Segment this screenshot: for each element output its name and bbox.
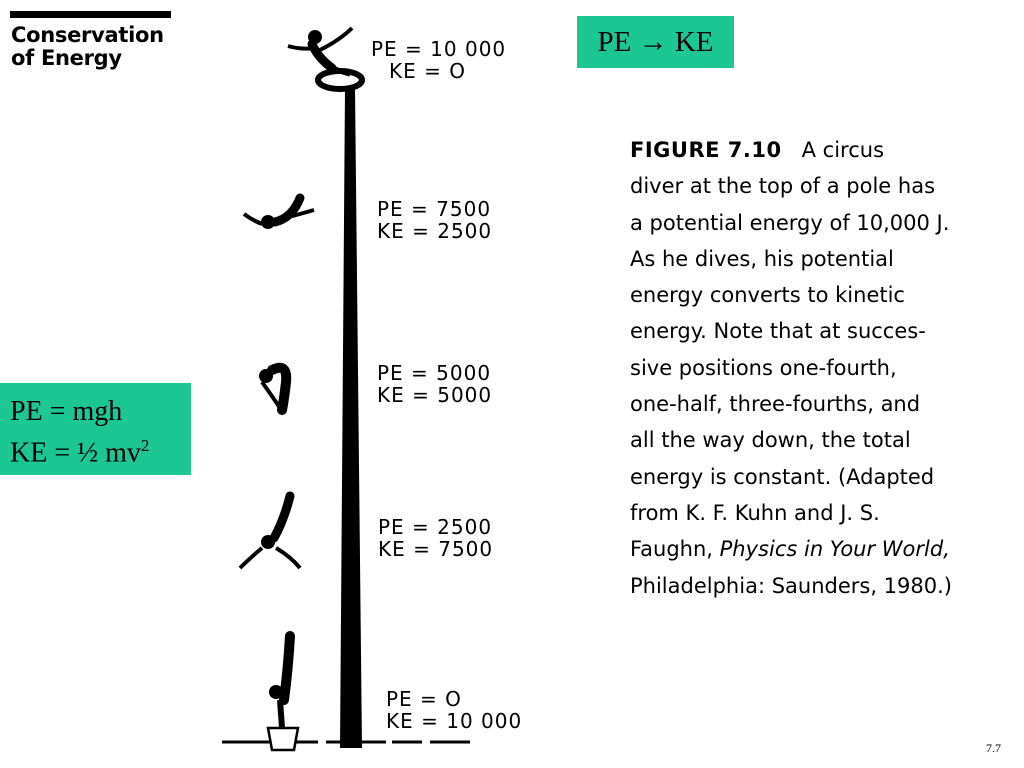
caption-line: one-half, three-fourths, and <box>630 392 921 417</box>
formula-pe: PE = mgh <box>10 396 123 427</box>
diver-quarter <box>242 193 315 229</box>
page-number: 7.7 <box>986 741 1001 755</box>
caption-text: Faughn, <box>630 537 720 562</box>
diver-half <box>259 362 292 415</box>
title-line-2: of Energy <box>11 46 122 70</box>
diver-three-quarter <box>238 491 302 570</box>
caption-text: A circus <box>801 138 885 162</box>
energy-label-5: PE = O KE = 10 000 <box>386 688 522 732</box>
caption-line: energy. Note that at succes- <box>630 319 926 344</box>
energy-ke-2: KE = 2500 <box>377 219 493 243</box>
caption-book-title: Physics in Your World, <box>719 537 950 562</box>
caption-line: energy converts to kinetic <box>630 283 905 308</box>
title-line-1: Conservation <box>11 23 164 47</box>
energy-label-1: PE = 10 000 KE = O <box>371 38 506 82</box>
caption-line: from K. F. Kuhn and J. S. <box>630 500 880 525</box>
title-bar-decoration <box>10 11 171 18</box>
pole <box>340 88 362 748</box>
energy-pe-2: PE = 7500 <box>377 197 492 221</box>
caption-line: As he dives, his potential <box>630 246 894 271</box>
energy-pe-1: PE = 10 000 <box>371 37 507 61</box>
caption-line: Faughn, Physics in Your World, <box>630 531 1000 567</box>
formula-ke: KE = ½ mv2 <box>10 429 191 470</box>
bucket <box>266 726 300 752</box>
formula-ke-exponent: 2 <box>140 436 150 455</box>
formula-ke-text: KE = ½ mv <box>10 437 141 469</box>
caption-line: a potential energy of 10,000 J. <box>630 210 950 235</box>
figure-caption: FIGURE 7.10 A circus diver at the top of… <box>630 132 1000 604</box>
energy-ke-3: KE = 5000 <box>377 383 493 407</box>
energy-label-2: PE = 7500 KE = 2500 <box>377 198 492 242</box>
energy-pe-4: PE = 2500 <box>378 515 493 539</box>
energy-pe-5: PE = O <box>386 687 462 711</box>
diver-top <box>287 26 354 77</box>
caption-line: FIGURE 7.10 A circus <box>630 132 1000 168</box>
caption-line: Philadelphia: Saunders, 1980.) <box>630 573 952 598</box>
formula-box: PE = mgh KE = ½ mv2 <box>0 383 191 475</box>
caption-line: diver at the top of a pole has <box>630 174 936 199</box>
energy-ke-4: KE = 7500 <box>378 537 494 561</box>
slide-title: Conservation of Energy <box>11 24 164 70</box>
energy-pe-3: PE = 5000 <box>377 361 492 385</box>
pe-to-ke-label: PE → KE <box>597 26 714 58</box>
top-platform <box>315 68 365 92</box>
energy-label-3: PE = 5000 KE = 5000 <box>377 362 492 406</box>
energy-ke-1: KE = O <box>389 59 466 83</box>
diver-bottom <box>266 631 300 752</box>
energy-label-4: PE = 2500 KE = 7500 <box>378 516 493 560</box>
caption-figure-label: FIGURE 7.10 <box>630 138 782 162</box>
caption-line: energy is constant. (Adapted <box>630 464 935 489</box>
energy-ke-5: KE = 10 000 <box>386 709 523 733</box>
pe-to-ke-box: PE → KE <box>577 16 734 68</box>
caption-line: sive positions one-fourth, <box>630 355 897 380</box>
caption-line: all the way down, the total <box>630 428 911 453</box>
